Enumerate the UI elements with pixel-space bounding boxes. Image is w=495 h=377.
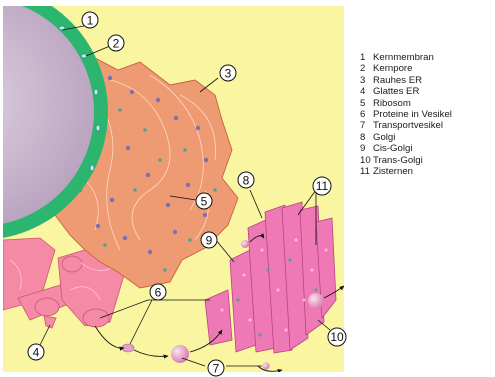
- legend-label: Ribosom: [373, 98, 492, 109]
- legend-label: Transportvesikel: [373, 120, 492, 131]
- legend-number: 5: [360, 98, 373, 109]
- callout-7: 7: [208, 360, 224, 376]
- svg-text:6: 6: [155, 286, 162, 300]
- legend-number: 8: [360, 132, 373, 143]
- callout-10: 10: [328, 328, 346, 346]
- svg-text:7: 7: [213, 362, 220, 376]
- callout-3: 3: [220, 65, 236, 81]
- callout-9: 9: [201, 232, 217, 248]
- legend-label: Rauhes ER: [373, 75, 492, 86]
- svg-text:5: 5: [201, 195, 208, 209]
- legend-label: Zisternen: [373, 166, 492, 177]
- svg-text:2: 2: [113, 37, 120, 51]
- callout-5: 5: [196, 193, 212, 209]
- legend-label: Trans-Golgi: [373, 155, 492, 166]
- svg-text:3: 3: [225, 67, 232, 81]
- legend-label: Kernpore: [373, 63, 492, 74]
- svg-text:11: 11: [316, 179, 329, 193]
- callout-4: 4: [28, 344, 44, 360]
- legend-number: 9: [360, 143, 373, 154]
- legend-number: 1: [360, 52, 373, 63]
- legend-number: 3: [360, 75, 373, 86]
- legend-number: 4: [360, 86, 373, 97]
- legend-label: Cis-Golgi: [373, 143, 492, 154]
- svg-text:10: 10: [330, 330, 344, 344]
- svg-text:8: 8: [243, 174, 250, 188]
- svg-text:9: 9: [206, 234, 213, 248]
- svg-text:1: 1: [87, 14, 94, 28]
- legend-number: 2: [360, 63, 373, 74]
- callout-6: 6: [150, 284, 166, 300]
- legend-label: Glattes ER: [373, 86, 492, 97]
- callout-11: 11: [313, 177, 331, 195]
- callout-8: 8: [238, 172, 254, 188]
- legend-label: Kernmembran: [373, 52, 492, 63]
- legend-number: 11: [360, 166, 373, 177]
- callout-2: 2: [108, 35, 124, 51]
- legend-number: 10: [360, 155, 373, 166]
- legend-label: Proteine in Vesikel: [373, 109, 492, 120]
- legend-number: 6: [360, 109, 373, 120]
- svg-text:4: 4: [33, 346, 40, 360]
- legend-number: 7: [360, 120, 373, 131]
- callout-1: 1: [82, 12, 98, 28]
- legend-label: Golgi: [373, 132, 492, 143]
